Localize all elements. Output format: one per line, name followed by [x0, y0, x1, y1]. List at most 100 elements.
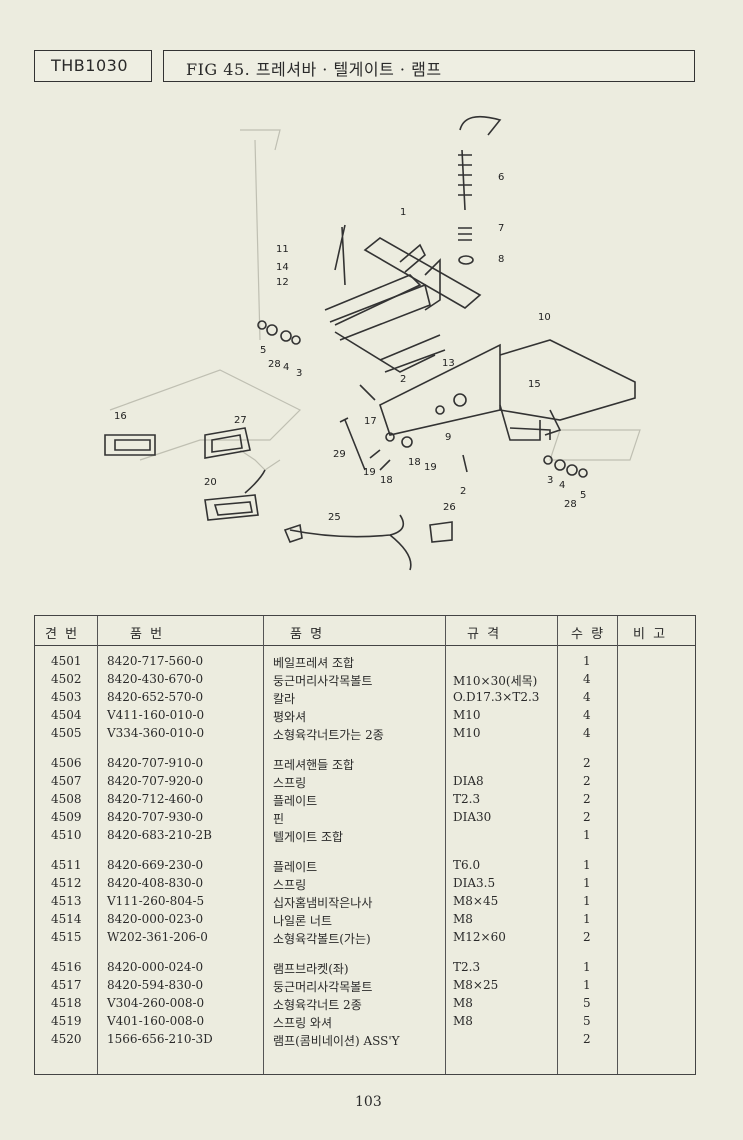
column-divider	[445, 616, 446, 1074]
cell-no: 4503	[51, 690, 82, 704]
cell-part-no: 8420-669-230-0	[107, 858, 204, 872]
cell-spec: M10	[453, 708, 481, 722]
callout-3b: 3	[547, 475, 553, 486]
cell-qty: 4	[583, 690, 591, 704]
header-name: 품 명	[290, 627, 325, 642]
figure-code-box: THB1030	[34, 50, 152, 82]
callout-25: 25	[328, 512, 341, 523]
cell-part-no: V304-260-008-0	[107, 996, 205, 1010]
exploded-parts-diagram: 1 2 2 3 3 4 4 5 5 6 7 8 9 10 11 12 13 14…	[104, 115, 641, 571]
callout-29: 29	[333, 449, 346, 460]
cell-no: 4514	[51, 912, 82, 926]
cell-qty: 1	[583, 858, 591, 872]
cell-part-no: V334-360-010-0	[107, 726, 205, 740]
parts-line-art	[104, 115, 636, 571]
cell-name: 베일프레셔 조합	[273, 656, 355, 670]
cell-name: 플레이트	[273, 860, 318, 874]
cell-spec: DIA3.5	[453, 876, 496, 890]
cell-no: 4509	[51, 810, 82, 824]
callout-19a: 19	[363, 467, 376, 478]
cell-no: 4513	[51, 894, 82, 908]
cell-qty: 2	[583, 810, 591, 824]
cell-qty: 1	[583, 978, 591, 992]
table-header: 견 번 품 번 품 명 규 격 수 량 비 고	[35, 616, 695, 646]
callout-5b: 5	[580, 490, 586, 501]
cell-name: 둥근머리사각목볼트	[273, 980, 373, 994]
cell-spec: DIA30	[453, 810, 492, 824]
cell-part-no: 8420-683-210-2B	[107, 828, 212, 842]
cell-qty: 2	[583, 774, 591, 788]
header-qty: 수 량	[571, 627, 606, 642]
cell-name: 소형육각너트가는 2종	[273, 728, 384, 742]
table-row: 4502 8420-430-670-0 둥근머리사각목볼트 M10×30(세목) 4	[35, 672, 695, 689]
cell-part-no: V401-160-008-0	[107, 1014, 205, 1028]
cell-spec: DIA8	[453, 774, 484, 788]
cell-name: 소형육각볼트(가는)	[273, 932, 371, 946]
cell-name: 핀	[273, 812, 285, 826]
cell-no: 4519	[51, 1014, 82, 1028]
figure-title: FIG 45. 프레셔바 · 텔게이트 · 램프	[186, 60, 442, 79]
cell-part-no: 8420-408-830-0	[107, 876, 204, 890]
table-row: 4510 8420-683-210-2B 텔게이트 조합 1	[35, 828, 695, 845]
cell-qty: 4	[583, 726, 591, 740]
cell-spec: T6.0	[453, 858, 481, 872]
cell-no: 4512	[51, 876, 82, 890]
cell-part-no: 8420-430-670-0	[107, 672, 204, 686]
callout-18b: 18	[408, 457, 421, 468]
callout-20: 20	[204, 477, 217, 488]
cell-qty: 5	[583, 996, 591, 1010]
cell-qty: 2	[583, 1032, 591, 1046]
cell-qty: 4	[583, 708, 591, 722]
cell-part-no: 8420-652-570-0	[107, 690, 204, 704]
callout-27: 27	[234, 415, 247, 426]
cell-no: 4502	[51, 672, 82, 686]
cell-name: 램프(콤비네이션) ASS'Y	[273, 1034, 400, 1048]
cell-part-no: 8420-717-560-0	[107, 654, 204, 668]
callout-18a: 18	[380, 475, 393, 486]
callout-28a: 28	[268, 359, 281, 370]
cell-no: 4518	[51, 996, 82, 1010]
cell-spec: M8×25	[453, 978, 499, 992]
cell-part-no: W202-361-206-0	[107, 930, 208, 944]
cell-name: 텔게이트 조합	[273, 830, 344, 844]
cell-spec: M8×45	[453, 894, 499, 908]
cell-spec: M10	[453, 726, 481, 740]
figure-code: THB1030	[51, 56, 128, 75]
cell-spec: T2.3	[453, 792, 481, 806]
cell-part-no: V411-160-010-0	[107, 708, 205, 722]
callout-2b: 2	[460, 486, 466, 497]
cell-spec: M10×30(세목)	[453, 674, 538, 688]
cell-name: 둥근머리사각목볼트	[273, 674, 373, 688]
cell-qty: 1	[583, 876, 591, 890]
cell-name: 플레이트	[273, 794, 318, 808]
cell-no: 4510	[51, 828, 82, 842]
cell-qty: 5	[583, 1014, 591, 1028]
cell-qty: 1	[583, 894, 591, 908]
column-divider	[557, 616, 558, 1074]
cell-part-no: 1566-656-210-3D	[107, 1032, 213, 1046]
callout-3a: 3	[296, 368, 302, 379]
cell-qty: 1	[583, 828, 591, 842]
header-no: 견 번	[45, 627, 80, 642]
cell-name: 프레셔핸들 조합	[273, 758, 355, 772]
cell-name: 스프링 와셔	[273, 1016, 333, 1030]
cell-no: 4515	[51, 930, 82, 944]
cell-part-no: 8420-594-830-0	[107, 978, 204, 992]
callout-6: 6	[498, 172, 504, 183]
cell-qty: 4	[583, 672, 591, 686]
cell-qty: 2	[583, 792, 591, 806]
header-remark: 비 고	[633, 627, 668, 642]
cell-no: 4511	[51, 858, 82, 872]
header-part-no: 품 번	[130, 627, 165, 642]
cell-part-no: 8420-707-920-0	[107, 774, 204, 788]
